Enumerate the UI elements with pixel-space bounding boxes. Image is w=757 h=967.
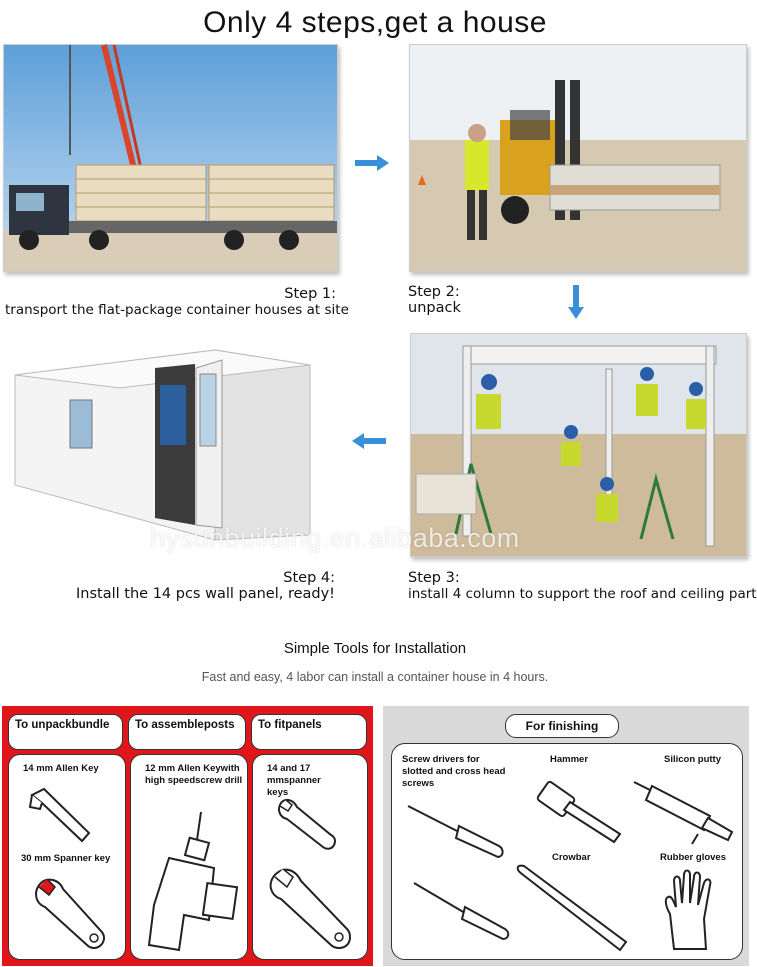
tool-crowbar: Crowbar (552, 852, 591, 863)
page-title: Only 4 steps,get a house (203, 6, 547, 39)
watermark: hysunbuilding.en.alibaba.com (150, 523, 520, 553)
finishing-header: For finishing (505, 714, 619, 738)
step2-photo (409, 44, 747, 272)
step1-heading: Step 1: (284, 286, 336, 302)
installation-tools-panel: To unpackbundle To assembleposts To fitp… (2, 706, 373, 966)
step4-text: Install the 14 pcs wall panel, ready! (76, 586, 335, 602)
power-drill-icon (147, 811, 239, 952)
tab-fit-panels-label: To fitpanels (258, 719, 322, 731)
step3-text: install 4 column to support the roof and… (408, 586, 757, 602)
tool-rubber-gloves: Rubber gloves (660, 852, 726, 863)
spanner-small-icon (278, 798, 336, 850)
card-unpack-bundle: 14 mm Allen Key 30 mm Spanner key (8, 754, 126, 960)
finishing-header-label: For finishing (525, 719, 599, 733)
step2-heading: Step 2: (408, 284, 460, 300)
rubber-gloves-icon (664, 869, 712, 950)
tools-heading: Simple Tools for Installation (283, 640, 467, 657)
tool-allen-key-14: 14 mm Allen Key (23, 763, 99, 774)
tool-silicon-putty: Silicon putty (664, 754, 721, 765)
spanner-large-icon (269, 868, 351, 949)
arrow-down-icon (568, 285, 584, 319)
step1-photo (3, 44, 338, 272)
tab-unpack-bundle-label: To unpackbundle (15, 719, 110, 731)
hammer-icon (536, 780, 622, 844)
step1-caption: Step 1: transport the flat-package conta… (5, 286, 349, 318)
allen-key-icon (28, 787, 91, 843)
card-assemble-posts: 12 mm Allen Keywith high speedscrew dril… (130, 754, 248, 960)
step3-heading: Step 3: (408, 570, 460, 586)
silicon-putty-icon (633, 781, 734, 845)
step2-text: unpack (408, 300, 461, 316)
step2-caption: Step 2: unpack (408, 284, 608, 316)
step3-photo (410, 333, 747, 557)
finishing-tools-panel: For finishing Screw drivers for slotted … (383, 706, 749, 966)
step4-caption: Step 4: Install the 14 pcs wall panel, r… (20, 570, 335, 602)
screwdriver-cross-icon (413, 882, 510, 941)
tool-screw-drivers: Screw drivers for slotted and cross head… (402, 754, 506, 789)
tab-assemble-posts: To assembleposts (128, 714, 246, 750)
finishing-card: Screw drivers for slotted and cross head… (391, 743, 743, 960)
tool-spanner-keys-14-17: 14 and 17 mmspanner keys (267, 763, 321, 798)
step1-text: transport the flat-package container hou… (5, 302, 349, 318)
card-fit-panels: 14 and 17 mmspanner keys (252, 754, 368, 960)
spanner-icon (35, 878, 105, 949)
arrow-right-icon (355, 155, 389, 171)
tab-assemble-posts-label: To assembleposts (135, 719, 235, 731)
arrow-left-icon (352, 433, 386, 449)
step4-heading: Step 4: (283, 570, 335, 586)
tool-hammer: Hammer (550, 754, 589, 765)
tool-allen-key-12-drill: 12 mm Allen Keywith high speedscrew dril… (145, 763, 243, 786)
step3-caption: Step 3: install 4 column to support the … (408, 570, 757, 602)
tool-spanner-key-30: 30 mm Spanner key (21, 853, 111, 864)
screwdriver-slotted-icon (407, 805, 504, 859)
tools-subtitle: Fast and easy, 4 labor can install a con… (201, 670, 549, 684)
step4-photo (10, 340, 320, 560)
tab-unpack-bundle: To unpackbundle (8, 714, 123, 750)
crowbar-icon (516, 864, 628, 952)
tab-fit-panels: To fitpanels (251, 714, 367, 750)
